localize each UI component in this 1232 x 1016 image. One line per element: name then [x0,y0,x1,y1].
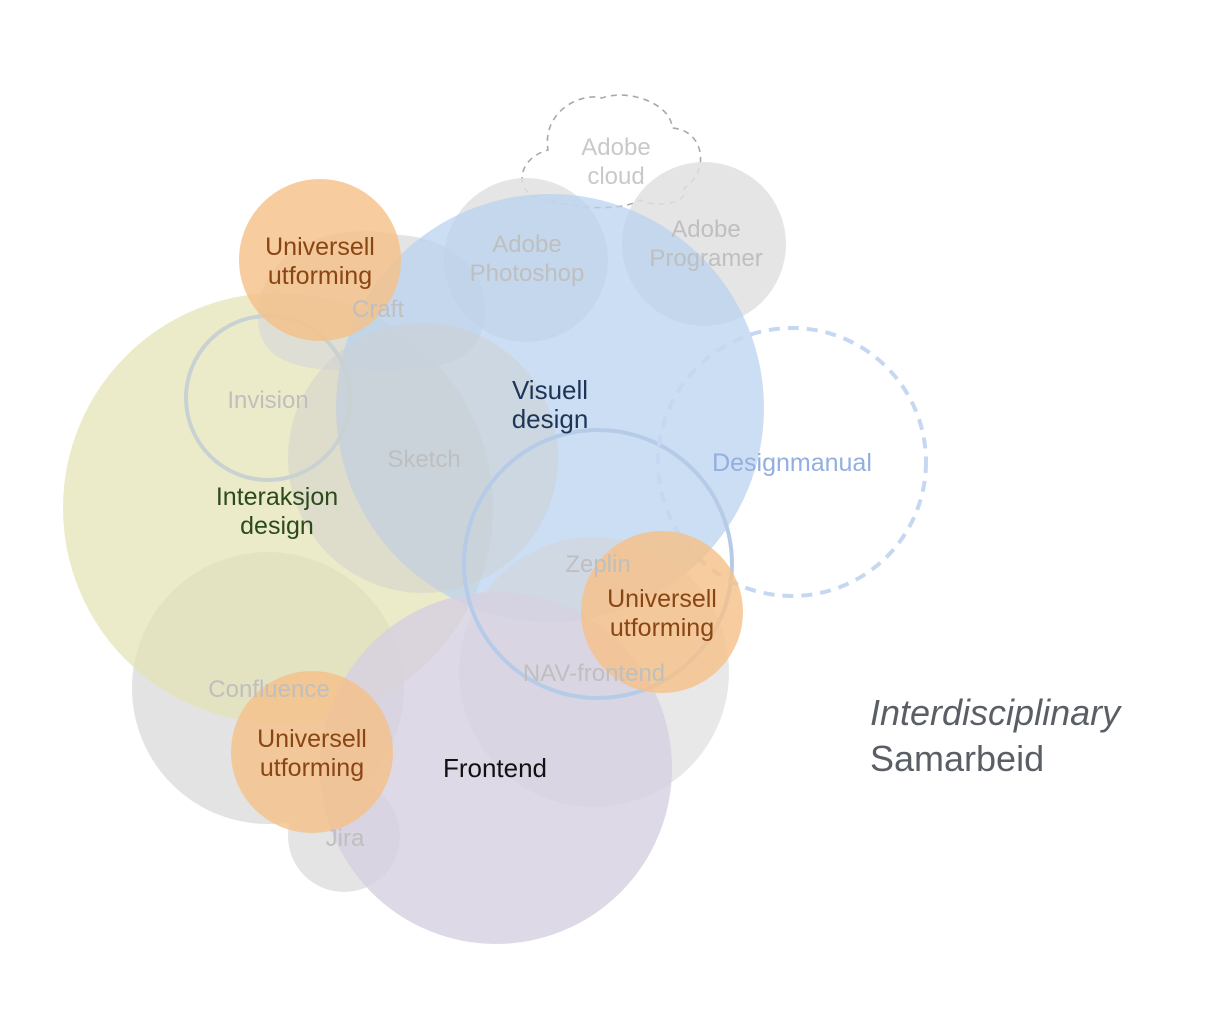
sketch-label: Sketch [387,446,460,473]
sketch-circle [288,323,558,593]
craft-label: Craft [352,296,404,323]
designmanual-label: Designmanual [712,449,872,477]
caption-line-2: Samarbeid [870,738,1045,779]
universal-design-circle-bottom [231,671,393,833]
universal-design-circle-right [581,531,743,693]
zeplin-circle [462,428,734,700]
caption-line-1: Interdisciplinary [870,692,1121,733]
frontend-circle [320,592,672,944]
zeplin-label: Zeplin [565,551,630,578]
visual-design-circle [336,194,764,622]
caption: Interdisciplinary Samarbeid [870,690,1120,782]
jira-label: Jira [326,825,365,852]
nav-frontend-label: NAV-frontend [523,660,665,687]
designmanual-circle [656,326,928,598]
universal-design-circle-top [239,179,401,341]
frontend-label: Frontend [443,753,547,783]
invision-label: Invision [227,387,308,414]
confluence-label: Confluence [208,676,329,703]
